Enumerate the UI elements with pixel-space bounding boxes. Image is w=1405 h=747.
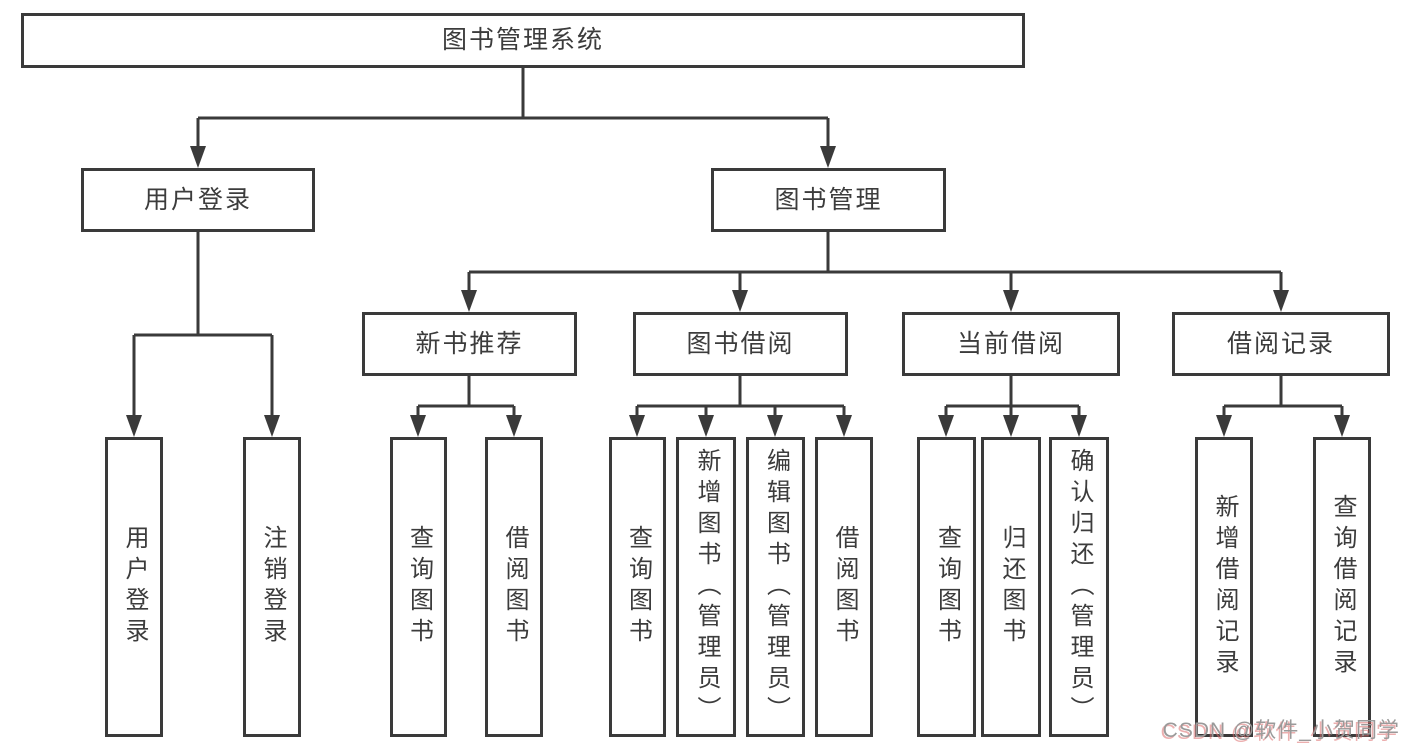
leaf-user-login: 用户登录 xyxy=(105,437,163,737)
node-new-book-recommend-label: 新书推荐 xyxy=(415,329,524,358)
leaf-borrow-add-admin: 新增图书（管理员） xyxy=(676,437,736,737)
leaf-borrow-edit-admin-label: 编辑图书（管理员） xyxy=(762,447,790,727)
leaf-newbook-borrow-label: 借阅图书 xyxy=(501,525,528,649)
node-current-borrow: 当前借阅 xyxy=(902,312,1120,376)
leaf-current-query: 查询图书 xyxy=(917,437,976,737)
node-book-management-label: 图书管理 xyxy=(774,185,883,214)
leaf-record-query-label: 查询借阅记录 xyxy=(1329,494,1356,680)
node-current-borrow-label: 当前借阅 xyxy=(956,329,1065,358)
leaf-current-return: 归还图书 xyxy=(981,437,1041,737)
leaf-borrow-book: 借阅图书 xyxy=(815,437,873,737)
leaf-newbook-query-label: 查询图书 xyxy=(405,525,433,649)
watermark-text: CSDN @软件_小贺同学 xyxy=(1162,719,1400,742)
leaf-logout: 注销登录 xyxy=(243,437,301,737)
leaf-current-return-label: 归还图书 xyxy=(998,525,1025,649)
node-root-label: 图书管理系统 xyxy=(441,26,604,54)
leaf-borrow-edit-admin: 编辑图书（管理员） xyxy=(746,437,805,737)
leaf-newbook-borrow: 借阅图书 xyxy=(485,437,543,737)
node-book-management: 图书管理 xyxy=(711,168,946,232)
leaf-user-login-label: 用户登录 xyxy=(121,525,148,649)
leaf-borrow-query: 查询图书 xyxy=(609,437,666,737)
leaf-borrow-query-label: 查询图书 xyxy=(624,525,652,649)
leaf-current-confirm-admin: 确认归还（管理员） xyxy=(1049,437,1109,737)
node-user-login: 用户登录 xyxy=(81,168,315,232)
node-book-borrow-label: 图书借阅 xyxy=(686,329,795,358)
leaf-current-confirm-admin-label: 确认归还（管理员） xyxy=(1066,447,1093,727)
leaf-record-add-label: 新增借阅记录 xyxy=(1211,494,1238,680)
leaf-record-query: 查询借阅记录 xyxy=(1313,437,1371,737)
node-root: 图书管理系统 xyxy=(21,13,1025,68)
leaf-borrow-book-label: 借阅图书 xyxy=(831,525,858,649)
node-book-borrow: 图书借阅 xyxy=(633,312,848,376)
leaf-logout-label: 注销登录 xyxy=(259,525,286,649)
node-user-login-label: 用户登录 xyxy=(143,185,252,214)
node-borrow-record-label: 借阅记录 xyxy=(1226,329,1335,358)
node-new-book-recommend: 新书推荐 xyxy=(362,312,577,376)
leaf-record-add: 新增借阅记录 xyxy=(1195,437,1253,737)
leaf-newbook-query: 查询图书 xyxy=(390,437,447,737)
node-borrow-record: 借阅记录 xyxy=(1172,312,1390,376)
leaf-current-query-label: 查询图书 xyxy=(933,525,961,649)
leaf-borrow-add-admin-label: 新增图书（管理员） xyxy=(693,447,720,727)
